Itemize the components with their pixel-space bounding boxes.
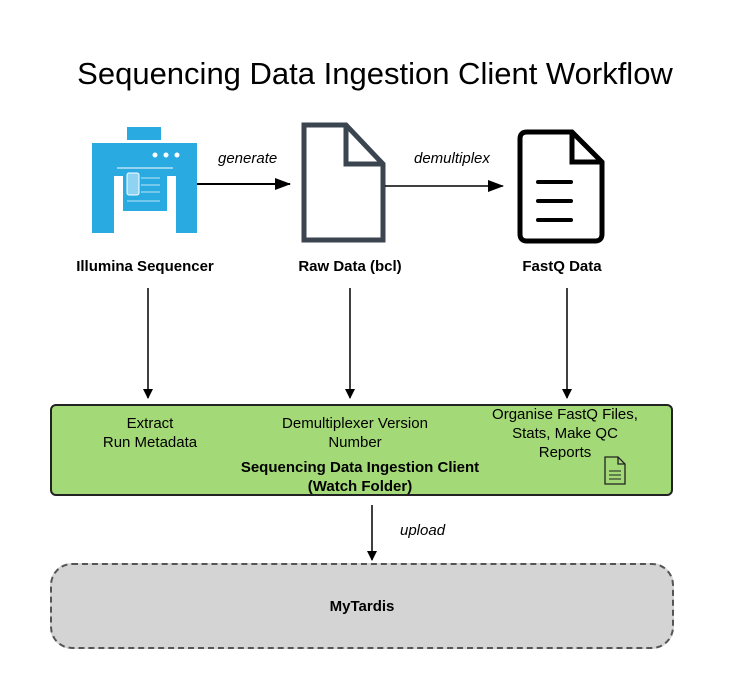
step3-line2: Stats, Make QC bbox=[512, 425, 618, 442]
client-name-line1: Sequencing Data Ingestion Client bbox=[240, 459, 480, 476]
sequencer-label: Illumina Sequencer bbox=[76, 258, 214, 275]
step1-line2: Run Metadata bbox=[102, 434, 198, 451]
upload-label: upload bbox=[400, 522, 446, 539]
extract-metadata-step: Extract Run Metadata bbox=[70, 414, 230, 452]
diagram-title: Sequencing Data Ingestion Client Workflo… bbox=[77, 56, 673, 91]
ingestion-client-box bbox=[50, 404, 673, 496]
text-document-icon bbox=[517, 129, 605, 244]
demultiplex-label: demultiplex bbox=[414, 150, 490, 167]
ingestion-client-name: Sequencing Data Ingestion Client (Watch … bbox=[215, 458, 505, 496]
report-document-icon bbox=[604, 456, 626, 485]
step3-line3: Reports bbox=[538, 444, 592, 461]
client-name-line2: (Watch Folder) bbox=[307, 478, 413, 495]
mytardis-box: MyTardis bbox=[50, 563, 674, 649]
raw-data-label: Raw Data (bcl) bbox=[298, 258, 402, 275]
step2-line1: Demultiplexer Version bbox=[282, 415, 428, 432]
demux-version-step: Demultiplexer Version Number bbox=[250, 414, 460, 452]
fastq-data-label: FastQ Data bbox=[522, 258, 602, 275]
step2-line2: Number bbox=[328, 434, 382, 451]
mytardis-label: MyTardis bbox=[329, 597, 395, 615]
generate-label: generate bbox=[218, 150, 278, 167]
step3-line1: Organise FastQ Files, bbox=[492, 406, 638, 423]
step1-line1: Extract bbox=[126, 415, 174, 432]
document-icon bbox=[301, 122, 386, 243]
organise-fastq-step: Organise FastQ Files, Stats, Make QC Rep… bbox=[470, 405, 660, 462]
sequencer-icon bbox=[92, 127, 197, 233]
